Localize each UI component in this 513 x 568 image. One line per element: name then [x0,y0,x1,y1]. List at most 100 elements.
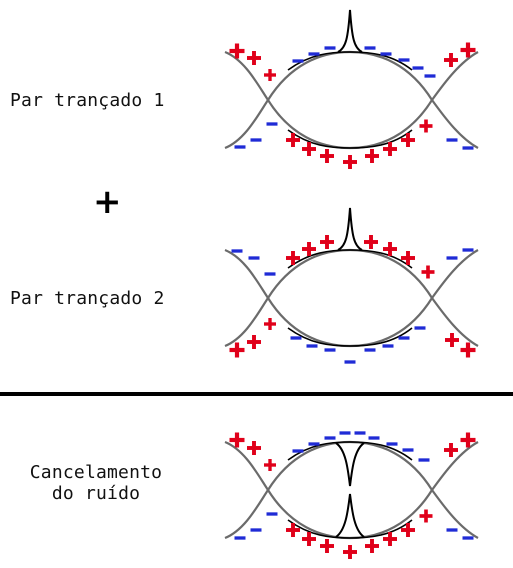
pair-1-plus-sign-18 [302,142,316,156]
pair-2-plus-sign-7 [364,235,378,249]
pair-1-minus-sign-15 [250,138,262,142]
pair-2-plus-sign-6 [320,235,334,249]
pair-1-minus-sign-10 [412,66,424,70]
pair-2-plus-sign-13 [229,342,245,358]
pair-2-minus-sign-16 [290,336,302,340]
pair-3-minus-sign-26 [446,528,458,532]
pair-1-signal-bottom [287,129,413,149]
pair-2-wire-a [224,248,479,348]
pair-1-wire-b [224,50,479,150]
pair-3-plus-sign-22 [365,539,379,553]
pair-3-plus-sign-19 [302,532,316,546]
pair-3-minus-sign-5 [308,442,320,446]
pair-1-plus-sign-17 [286,133,300,147]
pair-1-plus-sign-21 [365,149,379,163]
pair-1-minus-sign-9 [398,58,410,62]
pair-1-minus-sign-6 [324,46,336,50]
pair-2-minus-sign-2 [248,256,260,260]
pair-2-plus-sign-8 [383,242,397,256]
pair-1-minus-sign-5 [308,52,320,56]
pair-2-minus-sign-1 [231,249,243,253]
pair-3-minus-sign-16 [250,528,262,532]
pair-3-plus-sign-13 [444,443,458,457]
pair-2-minus-sign-3 [264,272,276,276]
pair-2-plus-sign-15 [264,318,276,330]
pair-2-minus-sign-21 [382,344,394,348]
pair-2-plus-sign-4 [286,251,300,265]
pair-3-minus-sign-4 [292,449,304,453]
pair-3-wire-b [224,440,479,540]
pair-3-minus-sign-27 [462,536,474,540]
pair-3-minus-sign-12 [418,458,430,462]
pair-2-minus-sign-22 [398,336,410,340]
pair-3-minus-sign-15 [234,536,246,540]
pair-3-minus-sign-8 [354,431,366,435]
pair-3-wire-a [224,440,479,540]
pair-3-plus-sign-25 [419,509,433,523]
pair-1-minus-sign-8 [380,52,392,56]
pair-2-signal-top [287,249,413,269]
pair-2-minus-sign-23 [414,326,426,330]
pair-1-plus-sign-1 [229,43,245,59]
pair-1-minus-sign-26 [462,146,474,150]
pair-3-noise-spike-down [335,442,365,487]
pair-1-minus-sign-7 [364,46,376,50]
pair-3-plus-sign-23 [383,532,397,546]
pair-3-plus-sign-20 [320,539,334,553]
pair-2-minus-sign-19 [344,360,356,364]
pair-2-minus-sign-18 [324,348,336,352]
pair-3-minus-sign-11 [402,448,414,452]
separator-line [0,392,513,396]
pair-1-plus-sign-13 [460,42,476,58]
pair-3-noise-spike-up [335,493,365,538]
label-noise-cancel-line-1: Cancelamento [29,462,163,483]
pair-1-plus-sign-20 [343,155,357,169]
operator-plus-icon: + [93,182,122,222]
pair-3-plus-sign-1 [229,432,245,448]
pair-1-minus-sign-14 [234,145,246,149]
pair-2-minus-sign-12 [462,248,474,252]
pair-2-plus-sign-9 [401,251,415,265]
pair-1-noise-spike-top [337,9,363,53]
pair-3-minus-sign-17 [266,512,278,516]
pair-2-plus-sign-5 [302,242,316,256]
pair-1-wire-a [224,50,479,150]
pair-2-minus-sign-20 [364,348,376,352]
pair-1-plus-sign-2 [247,51,261,65]
pair-3-plus-sign-3 [264,459,276,471]
pair-1-plus-sign-22 [383,142,397,156]
pair-1-minus-sign-25 [446,138,458,142]
pair-3-signal-bottom [287,519,413,539]
pair-1-signal-top [287,51,413,71]
pair-1-minus-sign-11 [424,74,436,78]
pair-3-plus-sign-14 [460,432,476,448]
pair-3-plus-sign-2 [247,441,261,455]
pair-1-plus-sign-3 [264,69,276,81]
pair-2-plus-sign-24 [445,333,459,347]
pair-2-plus-sign-25 [460,342,476,358]
pair-3-signal-top [287,441,413,461]
pair-3-minus-sign-9 [368,436,380,440]
label-noise-cancel: Cancelamento do ruído [6,462,186,504]
pair-2-minus-sign-17 [306,344,318,348]
pair-3-minus-sign-10 [386,442,398,446]
pair-2-wire-b [224,248,479,348]
pair-2-signal-bottom [287,327,413,347]
pair-1-plus-sign-12 [444,53,458,67]
pair-2-minus-sign-11 [446,256,458,260]
pair-1-plus-sign-19 [320,149,334,163]
label-pair-2: Par trançado 2 [10,288,165,309]
label-pair-1: Par trançado 1 [10,90,165,111]
pair-2-noise-spike-top [337,207,363,251]
pair-2-plus-sign-14 [247,335,261,349]
pair-3-minus-sign-7 [339,431,351,435]
label-noise-cancel-line-2: do ruído [51,482,141,504]
pair-3-plus-sign-21 [343,545,357,559]
pair-1-minus-sign-16 [266,122,278,126]
pair-3-minus-sign-6 [324,436,336,440]
pair-3-plus-sign-24 [401,523,415,537]
pair-3-plus-sign-18 [286,523,300,537]
pair-2-plus-sign-10 [421,265,435,279]
pair-1-minus-sign-4 [292,59,304,63]
